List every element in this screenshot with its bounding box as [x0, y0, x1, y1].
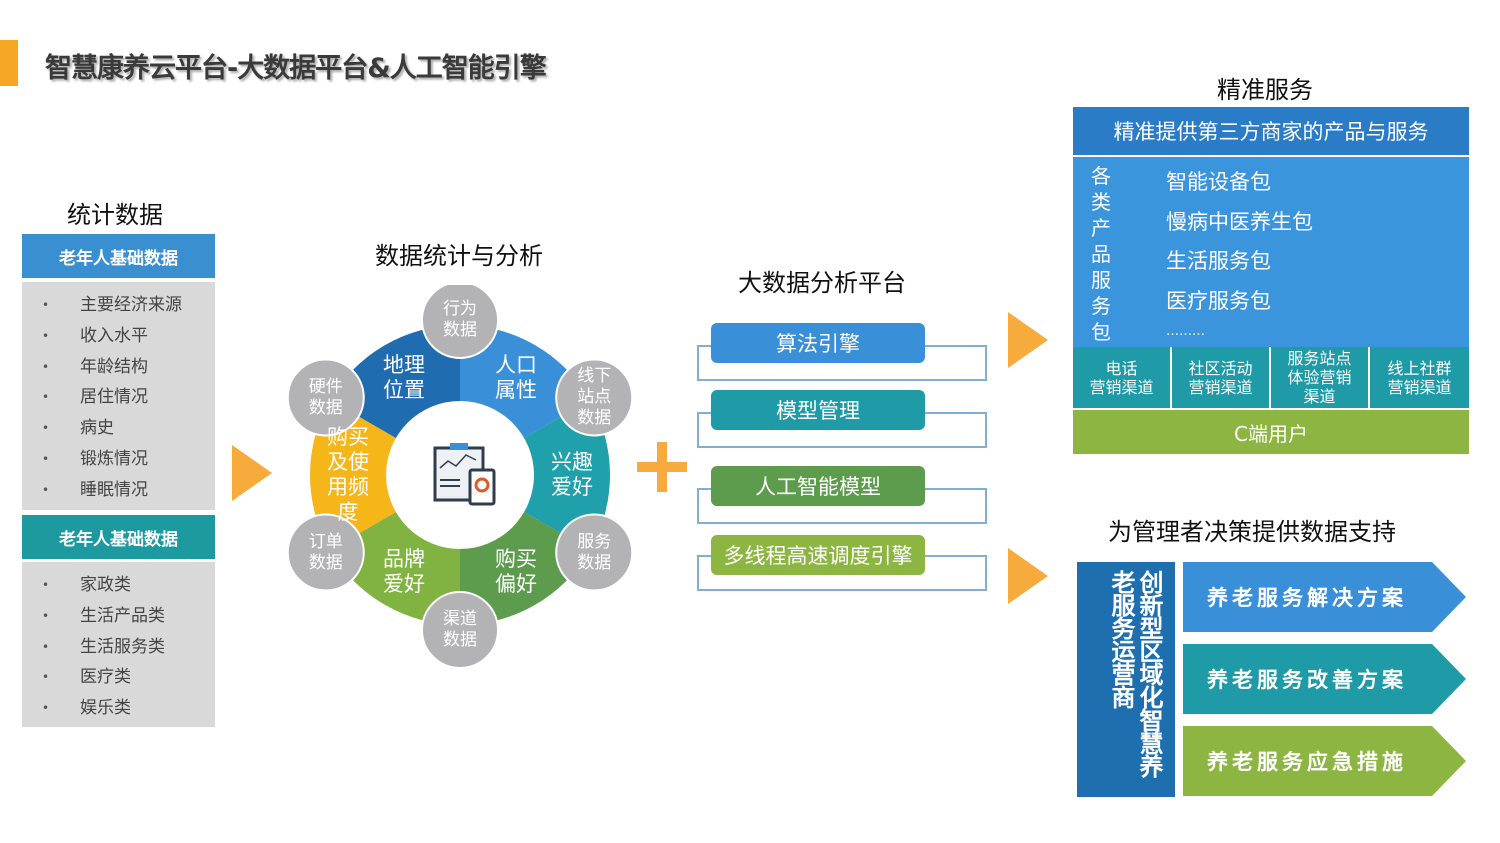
- data-source-label: 线下站点数据: [577, 366, 612, 428]
- data-source-label: 服务数据: [577, 531, 612, 573]
- list-item: 生活服务类: [42, 632, 215, 663]
- page-title: 智慧康养云平台-大数据平台&人工智能引擎: [45, 53, 547, 84]
- data-source-circle: [555, 513, 634, 592]
- list-item: 家政类: [42, 570, 215, 601]
- list-item: 娱乐类: [42, 693, 215, 724]
- sector-label: 品牌爱好: [383, 546, 425, 596]
- platform-title: 大数据分析平台: [738, 269, 906, 297]
- arrow-right-icon: [1008, 548, 1048, 604]
- arrow-right-icon: [1008, 312, 1048, 368]
- decision-item-emergency: 养老服务应急措施: [1183, 726, 1466, 796]
- data-source-label: 订单数据: [308, 531, 343, 573]
- platform-item-model: 模型管理: [711, 390, 925, 430]
- data-source-label: 行为数据: [443, 299, 477, 340]
- sector-label: 人口属性: [495, 353, 537, 402]
- list-item: 居住情况: [42, 382, 215, 413]
- clipboard-chart-icon: [433, 443, 496, 506]
- precise-title: 精准服务: [1217, 76, 1313, 104]
- data-source-circle: [421, 285, 499, 359]
- analysis-title: 数据统计与分析: [375, 242, 543, 270]
- analysis-ring: 人口属性兴趣爱好购买偏好 品牌爱好购买及使用频度地理位置行为数据线下站点数据服务数…: [280, 285, 640, 675]
- group2-header: 老年人基础数据: [22, 515, 215, 559]
- list-item: 收入水平: [42, 321, 215, 352]
- list-item: 病史: [42, 413, 215, 444]
- channel-station: 服务站点 体验营销 渠道: [1271, 347, 1370, 408]
- operator-label: 创新型区域化智慧养老服务运营商: [1077, 562, 1175, 797]
- list-item: 锻炼情况: [42, 444, 215, 475]
- package-item: 医疗服务包: [1166, 288, 1271, 313]
- c-end-users: C端用户: [1073, 410, 1469, 454]
- decision-item-solution: 养老服务解决方案: [1183, 562, 1466, 632]
- list-item: 医疗类: [42, 662, 215, 693]
- data-source-label: 渠道数据: [443, 609, 477, 650]
- list-item: 睡眠情况: [42, 475, 215, 506]
- group1-list: 主要经济来源 收入水平 年龄结构 居住情况 病史 锻炼情况 睡眠情况: [22, 282, 215, 510]
- platform-item-algorithm: 算法引擎: [711, 323, 925, 363]
- packages-side-label: 各类产品服务包: [1091, 164, 1111, 344]
- stats-title: 统计数据: [67, 201, 163, 229]
- data-source-circle: [421, 591, 499, 669]
- packages-list: 智能设备包 慢病中医养生包 生活服务包 医疗服务包 ………: [1166, 163, 1313, 343]
- decision-item-improvement: 养老服务改善方案: [1183, 644, 1466, 714]
- package-item: 慢病中医养生包: [1166, 209, 1313, 234]
- package-item: 智能设备包: [1166, 170, 1271, 194]
- ring-sector: [310, 400, 398, 550]
- channel-phone: 电话 营销渠道: [1073, 347, 1172, 408]
- decision-title: 为管理者决策提供数据支持: [1108, 518, 1396, 546]
- title-accent-bar: [0, 40, 18, 86]
- channel-community: 社区活动 营销渠道: [1172, 347, 1271, 408]
- channel-online: 线上社群 营销渠道: [1370, 347, 1469, 408]
- sector-label: 兴趣爱好: [551, 450, 593, 499]
- list-item: 生活产品类: [42, 601, 215, 632]
- data-source-circle: [286, 513, 365, 592]
- ring-sector: [522, 400, 610, 550]
- list-item: 主要经济来源: [42, 290, 215, 321]
- data-source-label: 硬件数据: [308, 376, 343, 418]
- list-item: 年龄结构: [42, 352, 215, 383]
- sector-label: 购买偏好: [495, 546, 537, 596]
- platform-item-scheduler: 多线程高速调度引擎: [711, 535, 925, 575]
- plus-icon: [657, 442, 667, 492]
- packages-panel: 各类产品服务包 智能设备包 慢病中医养生包 生活服务包 医疗服务包 ………: [1073, 155, 1469, 347]
- package-item: ………: [1166, 324, 1205, 339]
- group1-header: 老年人基础数据: [22, 234, 215, 278]
- platform-item-ai: 人工智能模型: [711, 466, 925, 506]
- data-source-circle: [555, 358, 634, 437]
- arrow-right-icon: [232, 445, 272, 501]
- precise-header: 精准提供第三方商家的产品与服务: [1073, 107, 1469, 155]
- sector-label: 购买及使用频度: [327, 425, 369, 524]
- sector-label: 地理位置: [383, 353, 425, 402]
- package-item: 生活服务包: [1166, 249, 1271, 273]
- group2-list: 家政类 生活产品类 生活服务类 医疗类 娱乐类: [22, 562, 215, 727]
- analysis-ring-graphic: [286, 285, 634, 669]
- data-source-circle: [286, 358, 365, 437]
